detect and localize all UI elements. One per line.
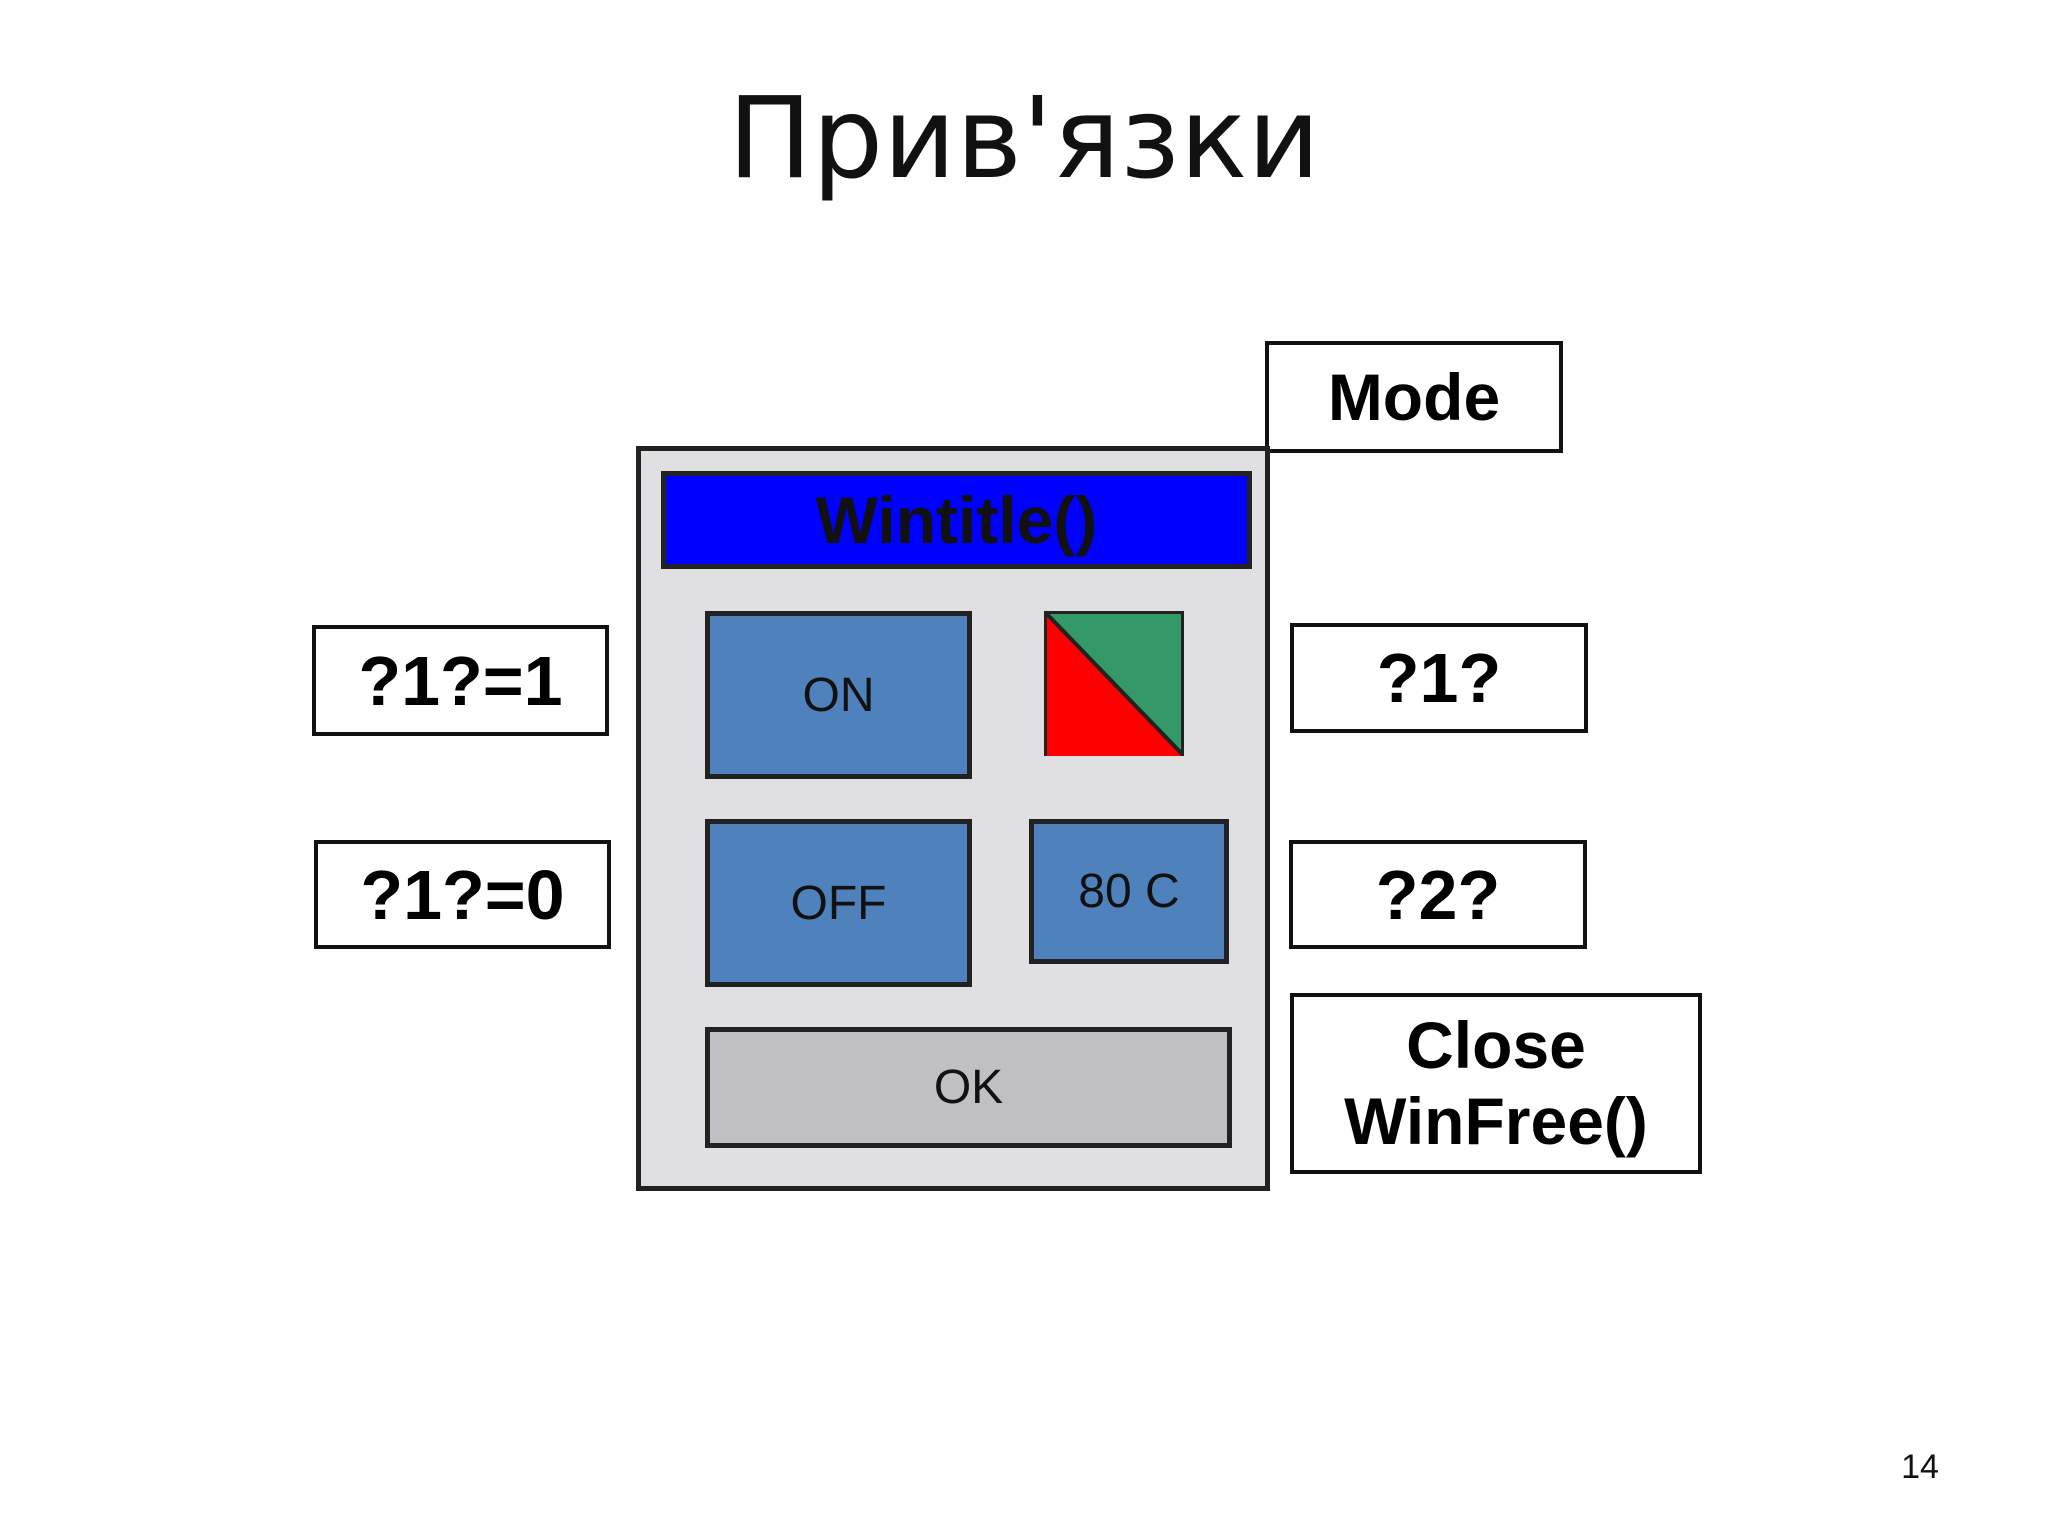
on-button[interactable]: ON — [705, 611, 972, 779]
status-indicator-icon — [1044, 611, 1184, 756]
ok-button[interactable]: OK — [705, 1027, 1232, 1148]
set-on-label-box: ?1?=1 — [312, 625, 609, 736]
set-off-label-box: ?1?=0 — [314, 840, 611, 949]
close-label-box: Close WinFree() — [1290, 993, 1702, 1174]
temperature-display: 80 C — [1029, 819, 1229, 964]
dialog-window: Wintitle() ON OFF 80 C OK — [636, 446, 1270, 1191]
indicator-diagonal — [1044, 611, 1184, 756]
slide-title: Прив'язки — [727, 74, 1321, 204]
binding-1-label-box: ?1? — [1290, 623, 1588, 733]
close-label-line2: WinFree() — [1344, 1083, 1648, 1158]
close-label-line1: Close — [1406, 1007, 1586, 1082]
binding-2-label-box: ?2? — [1289, 840, 1587, 949]
window-titlebar: Wintitle() — [661, 471, 1252, 569]
page-number: 14 — [1901, 1448, 1939, 1486]
mode-label-box: Mode — [1265, 341, 1563, 453]
off-button[interactable]: OFF — [705, 819, 972, 987]
